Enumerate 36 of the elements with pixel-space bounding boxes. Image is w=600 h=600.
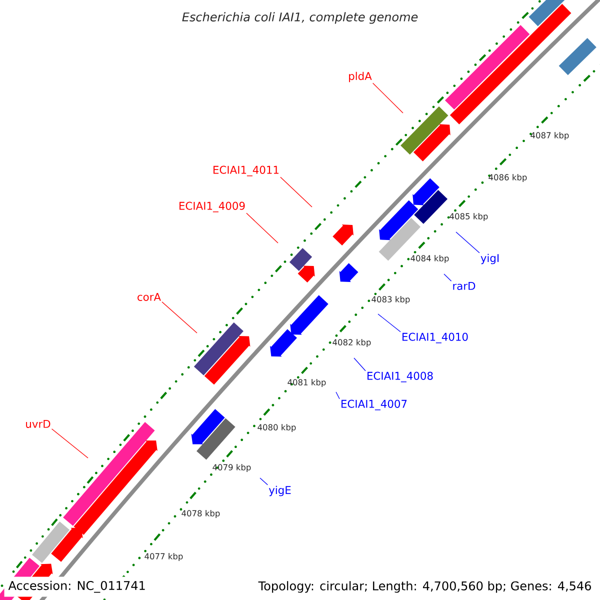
- leader-line: [260, 478, 268, 486]
- tick-label: 4078 kbp: [182, 510, 220, 518]
- tick-label: 4087 kbp: [530, 132, 569, 140]
- gene-label: ECIAI1_4011: [214, 166, 279, 176]
- tick-label: 4086 kbp: [488, 174, 527, 182]
- tick-label: 4080 kbp: [258, 424, 296, 432]
- tick-label: 4082 kbp: [332, 339, 371, 347]
- leader-line: [372, 82, 404, 114]
- genome-info-label: Topology: circular; Length: 4,700,560 bp; Genes: 4,546: [254, 577, 596, 597]
- gene-label: corA: [138, 293, 161, 301]
- gene-label: rarD: [453, 282, 476, 290]
- leader-line: [246, 212, 278, 244]
- leader-line: [51, 428, 88, 458]
- leader-line: [280, 176, 312, 208]
- tick-label: 4077 kbp: [144, 553, 183, 561]
- leader-line: [456, 232, 480, 254]
- leader-line: [336, 392, 340, 400]
- tick-label: 4079 kbp: [212, 464, 251, 472]
- leader-line: [378, 314, 401, 332]
- leader-line: [354, 358, 366, 372]
- leader-line: [162, 302, 198, 334]
- tick-label: 4085 kbp: [450, 213, 488, 221]
- gene-label: ECIAI1_4008: [368, 372, 433, 382]
- leader-line: [444, 274, 452, 282]
- gene-label: ECIAI1_4009: [180, 202, 245, 212]
- gene-label: yigE: [268, 486, 291, 496]
- gene-label: yigI: [480, 254, 499, 264]
- tick-label: 4083 kbp: [372, 296, 410, 304]
- accession-label: Accession: NC_011741: [4, 576, 150, 597]
- gene-label: ECIAI1_4010: [402, 332, 468, 344]
- tick-label: 4081 kbp: [288, 379, 326, 387]
- tick-label: 4084 kbp: [410, 255, 449, 263]
- gene-label: pldA: [349, 72, 372, 82]
- gene-label: uvrD: [26, 420, 50, 428]
- title: Escherichia coli IAI1, complete genome: [182, 12, 418, 24]
- gene-label: ECIAI1_4007: [342, 400, 407, 410]
